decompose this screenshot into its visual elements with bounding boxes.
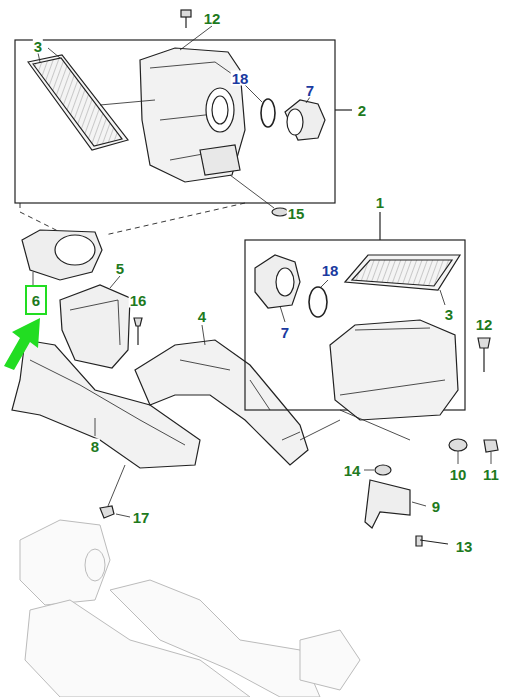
callout-number: 10 bbox=[449, 467, 468, 482]
callout-number: 18 bbox=[231, 71, 250, 86]
callout-number: 1 bbox=[375, 195, 385, 210]
callout-number: 11 bbox=[482, 467, 500, 482]
callout-number: 3 bbox=[33, 39, 43, 54]
callout-number: 12 bbox=[475, 317, 494, 332]
callout-number: 17 bbox=[132, 510, 151, 525]
callout-number: 15 bbox=[287, 206, 306, 221]
callout-number: 3 bbox=[444, 307, 454, 322]
assembly-frame bbox=[15, 40, 335, 203]
callout-number: 7 bbox=[280, 325, 290, 340]
callout-number: 16 bbox=[129, 293, 148, 308]
callout-number: 14 bbox=[343, 463, 362, 478]
callout-number: 2 bbox=[357, 103, 367, 118]
callout-number: 12 bbox=[203, 11, 222, 26]
callout-number: 7 bbox=[305, 83, 315, 98]
callout-number: 4 bbox=[197, 309, 207, 324]
callout-number: 6 bbox=[31, 293, 41, 308]
callout-number: 8 bbox=[90, 439, 100, 454]
callout-number: 13 bbox=[455, 539, 474, 554]
callout-number: 9 bbox=[431, 499, 441, 514]
callout-number: 18 bbox=[321, 263, 340, 278]
callout-number: 5 bbox=[115, 261, 125, 276]
